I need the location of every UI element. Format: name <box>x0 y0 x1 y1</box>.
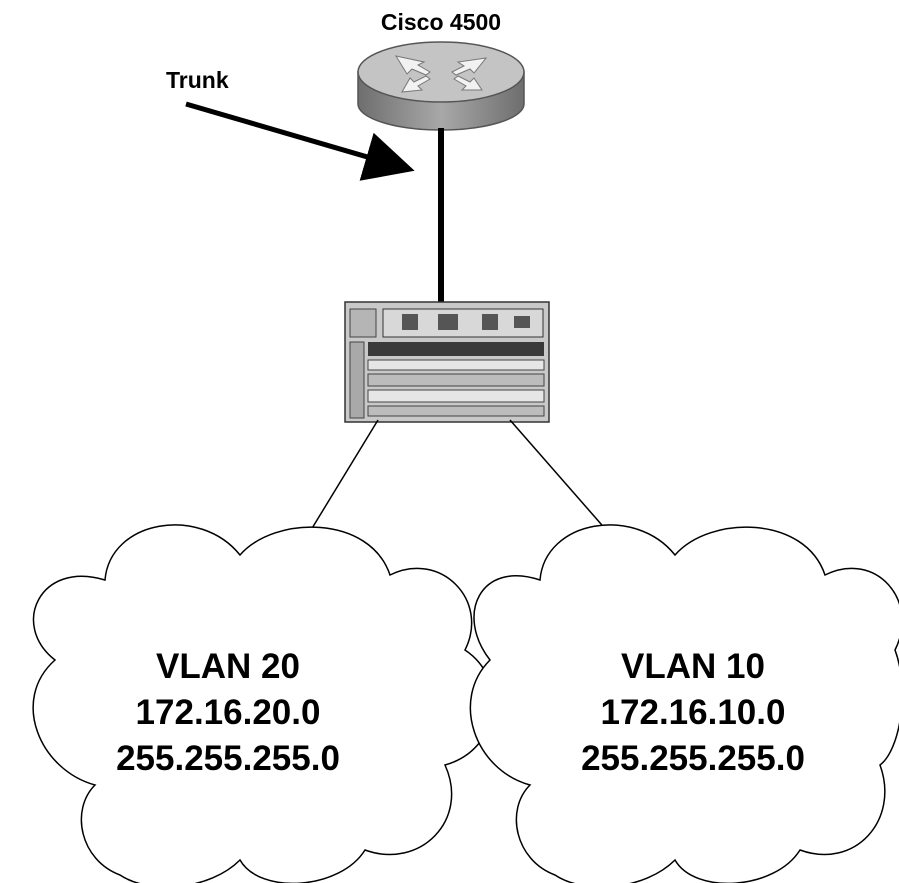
trunk-arrow <box>185 101 415 181</box>
switch-chassis-icon <box>344 301 550 423</box>
router-icon <box>357 41 525 131</box>
vlan-name: VLAN 10 <box>621 647 765 686</box>
router-label: Cisco 4500 <box>381 9 501 35</box>
subnet-address: 172.16.10.0 <box>601 693 786 732</box>
subnet-mask: 255.255.255.0 <box>116 739 340 778</box>
cloud-vlan-20 <box>32 524 495 883</box>
network-info-vlan-10: VLAN 10 172.16.10.0 255.255.255.0 <box>581 647 805 778</box>
subnet-address: 172.16.20.0 <box>136 693 321 732</box>
trunk-label: Trunk <box>166 67 229 93</box>
network-info-vlan-20: VLAN 20 172.16.20.0 255.255.255.0 <box>116 647 340 778</box>
subnet-mask: 255.255.255.0 <box>581 739 805 778</box>
vlan-name: VLAN 20 <box>156 647 300 686</box>
cloud-vlan-10 <box>469 524 899 883</box>
